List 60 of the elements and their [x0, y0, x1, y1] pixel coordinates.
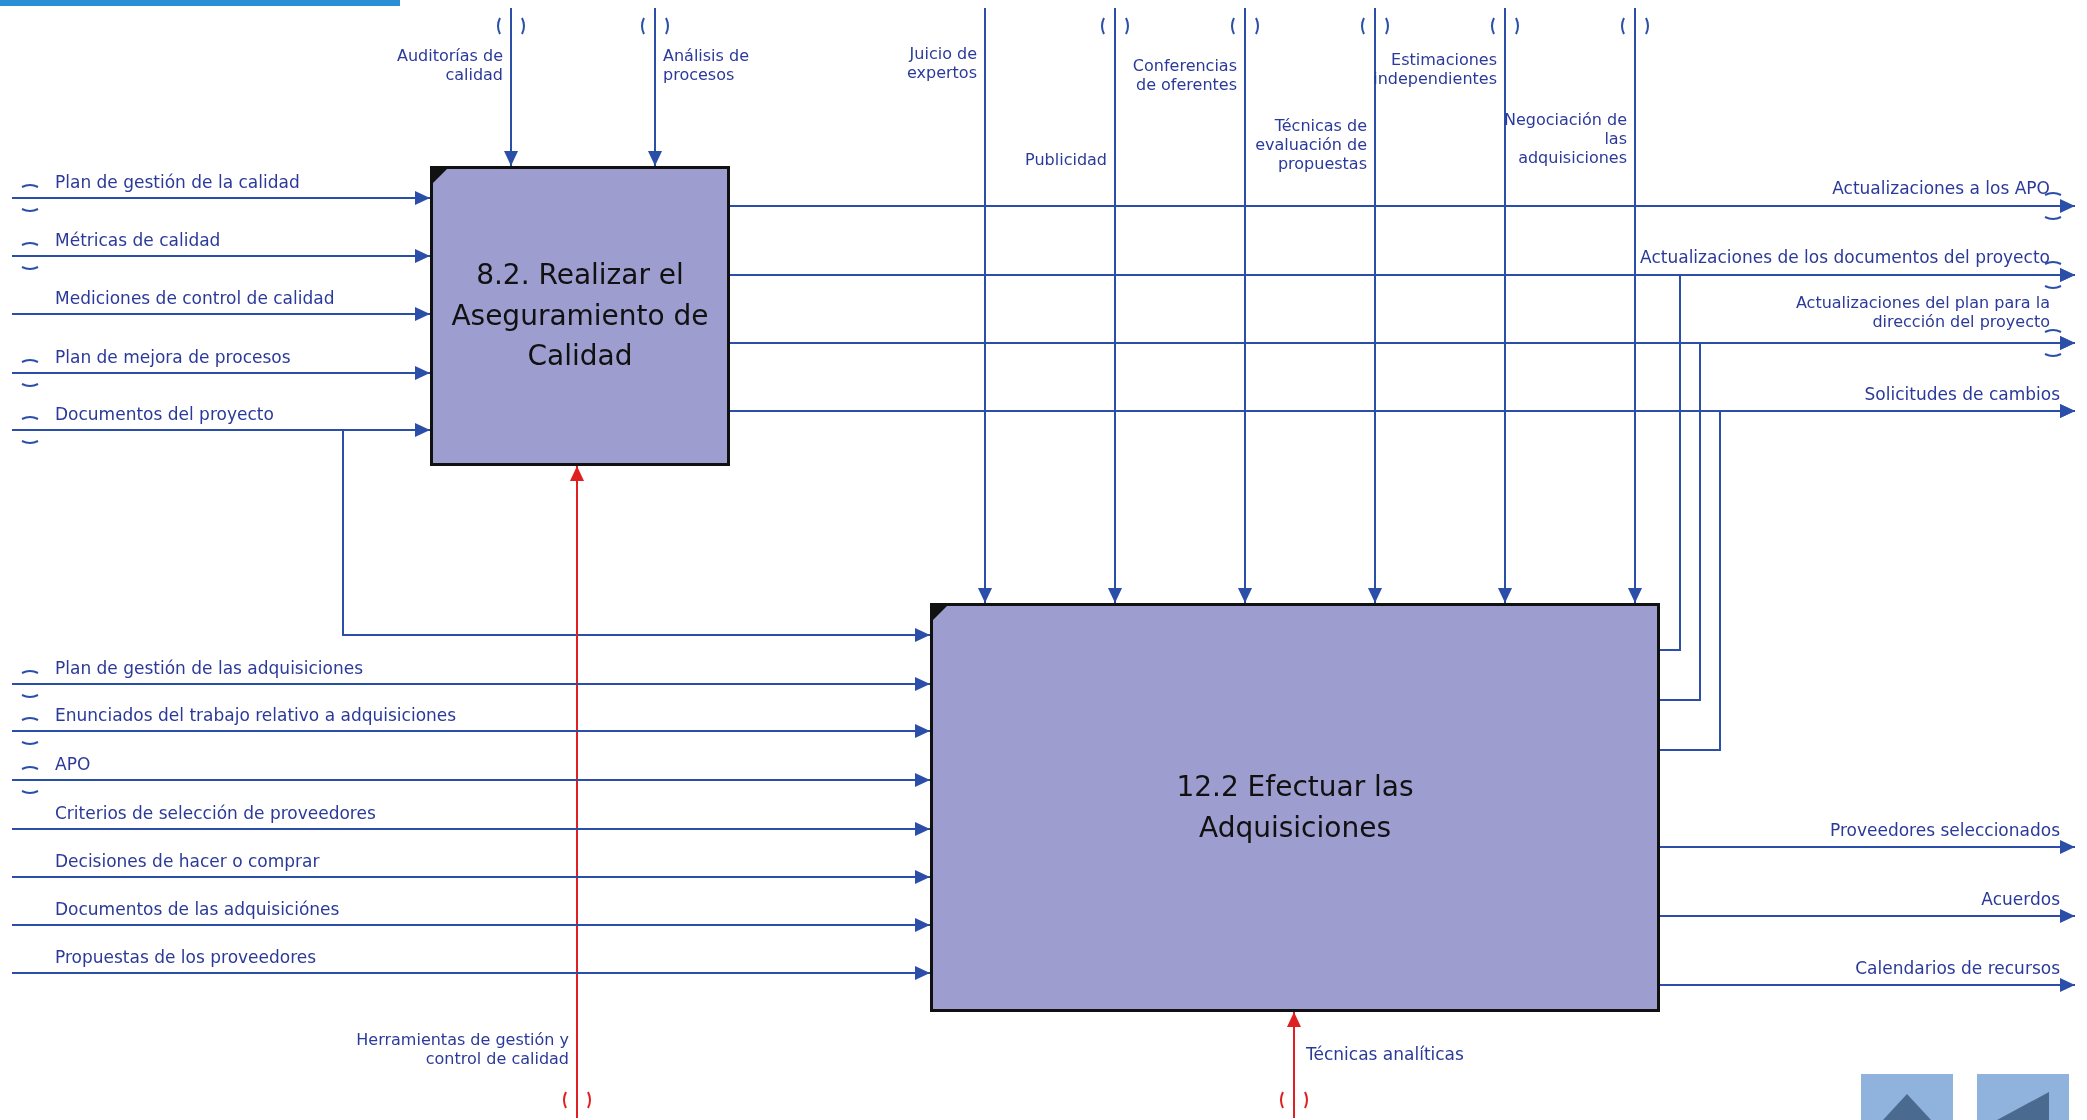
edge-label: Auditorías de calidad — [396, 46, 503, 85]
edge-label: Técnicas analíticas — [1306, 1044, 1464, 1065]
edge-label: Juicio de expertos — [906, 44, 977, 83]
arrow — [11, 184, 431, 212]
arrow — [11, 870, 931, 884]
edge-label: Proveedores seleccionados — [1829, 820, 2060, 841]
edge-label: Documentos del proyecto — [55, 404, 274, 425]
arrow — [1659, 268, 2076, 651]
arrow — [978, 7, 992, 604]
edge-label: Herramientas de gestión y control de calidad — [355, 1030, 569, 1069]
edge-label: Decisiones de hacer o comprar — [55, 851, 320, 872]
edge-label: Mediciones de control de calidad — [55, 288, 335, 309]
edge-label: Enunciados del trabajo relativo a adquisiciones — [55, 705, 457, 726]
arrow — [11, 966, 931, 980]
arrow — [11, 918, 931, 932]
arrow — [11, 307, 431, 321]
arrow — [11, 359, 431, 387]
arrow — [1659, 336, 2076, 701]
edge-label: Actualizaciones de los documentos del proyecto — [1640, 247, 2050, 268]
edge-label: Conferencias de oferentes — [1131, 56, 1237, 95]
arrow — [11, 766, 931, 794]
arrow — [1659, 909, 2076, 923]
edge-label: Análisis de procesos — [663, 46, 750, 85]
edge-label: Calendarios de recursos — [1855, 958, 2060, 979]
arrow — [1659, 978, 2076, 992]
process-box — [430, 166, 730, 466]
edge-label: Acuerdos — [1981, 889, 2060, 910]
arrow — [1231, 7, 1259, 604]
arrow — [729, 192, 2076, 220]
edge-label: Plan de mejora de procesos — [55, 347, 291, 368]
edge-label: Plan de gestión de la calidad — [55, 172, 300, 193]
edge-label: Actualizaciones a los APO — [1832, 178, 2050, 199]
edge-label: Propuestas de los proveedores — [55, 947, 317, 968]
arrow — [1659, 404, 2076, 751]
arrow — [1361, 7, 1389, 604]
process-title: 12.2 Efectuar las Adquisiciones — [1175, 768, 1415, 846]
arrow — [1101, 7, 1129, 604]
arrow — [1491, 7, 1519, 604]
arrow — [641, 7, 669, 167]
edge-label: Documentos de las adquisiciónes — [55, 899, 340, 920]
edge-label: Criterios de selección de proveedores — [55, 803, 376, 824]
edge-label: Métricas de calidad — [55, 230, 221, 251]
arrow — [11, 242, 431, 270]
arrow — [11, 717, 931, 745]
edge-label: Publicidad — [1024, 150, 1107, 170]
arrow — [11, 429, 931, 642]
arrow — [1621, 7, 1649, 604]
arrow — [563, 465, 591, 1119]
edge-label: Solicitudes de cambios — [1864, 384, 2060, 405]
edge-label: Plan de gestión de las adquisiciones — [55, 658, 363, 679]
edge-label: Técnicas de evaluación de propuestas — [1254, 116, 1367, 174]
edge-label: Actualizaciones del plan para la dirección del proyecto — [1794, 293, 2050, 332]
arrow — [497, 7, 525, 167]
process-title: 8.2. Realizar el Aseguramiento de Calidad — [450, 257, 710, 375]
arrow — [11, 822, 931, 836]
arrow — [1659, 840, 2076, 854]
arrow — [1280, 1011, 1308, 1119]
edge-label: APO — [55, 754, 91, 775]
arrow — [11, 670, 931, 698]
process-box — [930, 603, 1660, 1012]
